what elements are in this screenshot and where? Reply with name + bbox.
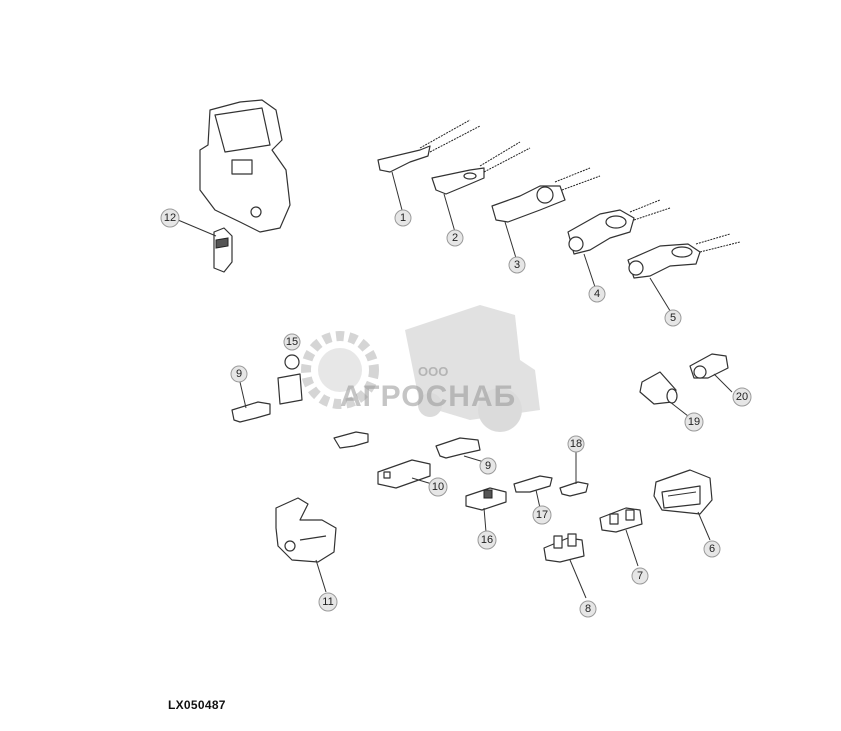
terminal-20 [689, 353, 729, 379]
leader-9b [463, 455, 485, 463]
callout-10-label: 10 [432, 481, 444, 493]
leader-7 [625, 529, 639, 567]
callout-9b: 9 [479, 457, 497, 475]
terminal-9-left [231, 401, 271, 423]
leader-10 [411, 477, 433, 485]
callout-9b-label: 9 [485, 460, 491, 472]
callout-7: 7 [631, 567, 649, 585]
leader-4 [583, 253, 597, 291]
callout-3: 3 [508, 256, 526, 274]
leader-11 [315, 559, 327, 593]
callout-1: 1 [394, 209, 412, 227]
callout-6-label: 6 [709, 543, 715, 555]
callout-6: 6 [703, 540, 721, 558]
callout-12: 12 [160, 208, 180, 228]
connector-8 [543, 533, 585, 563]
ring-15 [277, 354, 303, 405]
callout-18: 18 [567, 435, 585, 453]
callout-11-label: 11 [322, 596, 333, 608]
leader-20 [713, 373, 733, 393]
leader-2 [443, 193, 456, 233]
leader-17 [535, 489, 541, 509]
callout-20-label: 20 [736, 391, 748, 403]
terminal-center [333, 431, 369, 449]
callout-9a-label: 9 [236, 368, 242, 380]
terminal-18 [559, 481, 589, 497]
terminal-1 [377, 119, 481, 173]
callout-8: 8 [579, 600, 597, 618]
callout-4-label: 4 [594, 288, 600, 300]
callout-19: 19 [684, 412, 704, 432]
diagram-code: LX050487 [168, 698, 226, 712]
callout-19-label: 19 [688, 416, 700, 428]
callout-2-label: 2 [452, 232, 458, 244]
terminal-5 [627, 233, 741, 279]
connector-6 [653, 469, 713, 515]
callout-2: 2 [446, 229, 464, 247]
terminal-2 [431, 141, 531, 195]
leader-19 [669, 401, 689, 417]
callout-8-label: 8 [585, 603, 591, 615]
callout-4: 4 [588, 285, 606, 303]
leader-6 [697, 511, 711, 541]
callout-1-label: 1 [400, 212, 406, 224]
leader-1 [391, 171, 403, 211]
housing-block [199, 99, 291, 273]
callout-12-label: 12 [164, 212, 176, 224]
callout-20: 20 [732, 387, 752, 407]
callout-3-label: 3 [514, 259, 520, 271]
callout-9a: 9 [230, 365, 248, 383]
callout-5: 5 [664, 309, 682, 327]
callout-18-label: 18 [570, 438, 582, 450]
callout-15: 15 [283, 333, 301, 351]
callout-5-label: 5 [670, 312, 676, 324]
callout-16: 16 [477, 530, 497, 550]
callout-7-label: 7 [637, 570, 643, 582]
watermark-company-name: АГРОСНАБ [340, 380, 517, 413]
terminal-9-right [435, 437, 481, 459]
callout-10: 10 [428, 477, 448, 497]
callouts: 1 2 3 4 5 6 7 8 9 9 10 11 12 15 16 17 18… [160, 208, 752, 618]
sleeve-19 [639, 371, 678, 405]
leader-5 [649, 277, 673, 315]
leader-16 [483, 507, 487, 533]
connector-16 [465, 487, 507, 511]
callout-17: 17 [532, 505, 552, 525]
callout-11: 11 [318, 592, 338, 612]
connector-11 [275, 497, 337, 563]
callout-15-label: 15 [286, 336, 298, 348]
callout-16-label: 16 [481, 534, 493, 546]
leader-12 [177, 219, 217, 237]
watermark-logo [301, 305, 540, 432]
leader-3 [504, 221, 517, 259]
terminal-3 [491, 167, 601, 223]
leader-8 [569, 559, 587, 599]
watermark-prefix: ООО [418, 364, 449, 379]
terminal-4 [567, 199, 671, 255]
terminal-17 [513, 475, 553, 493]
callout-17-label: 17 [536, 509, 548, 521]
connector-7 [599, 507, 643, 533]
connector-10 [377, 459, 431, 489]
leader-9a [239, 381, 247, 409]
